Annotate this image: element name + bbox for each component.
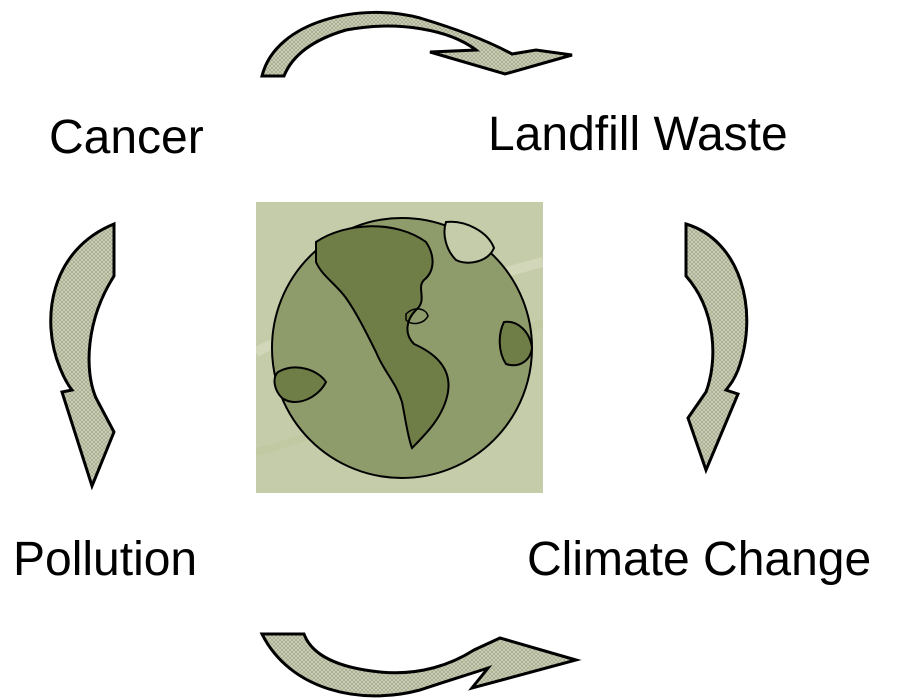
earth-globe-icon: [253, 202, 545, 493]
arrow-left-icon: [49, 221, 116, 491]
label-pollution: Pollution: [13, 533, 198, 586]
arrow-top-icon: [260, 11, 573, 78]
label-climate-change: Climate Change: [527, 533, 872, 586]
arrow-right-icon: [684, 221, 749, 475]
label-landfill-waste: Landfill Waste: [488, 108, 788, 161]
arrow-bottom-icon: [259, 632, 582, 698]
label-cancer: Cancer: [49, 111, 204, 164]
